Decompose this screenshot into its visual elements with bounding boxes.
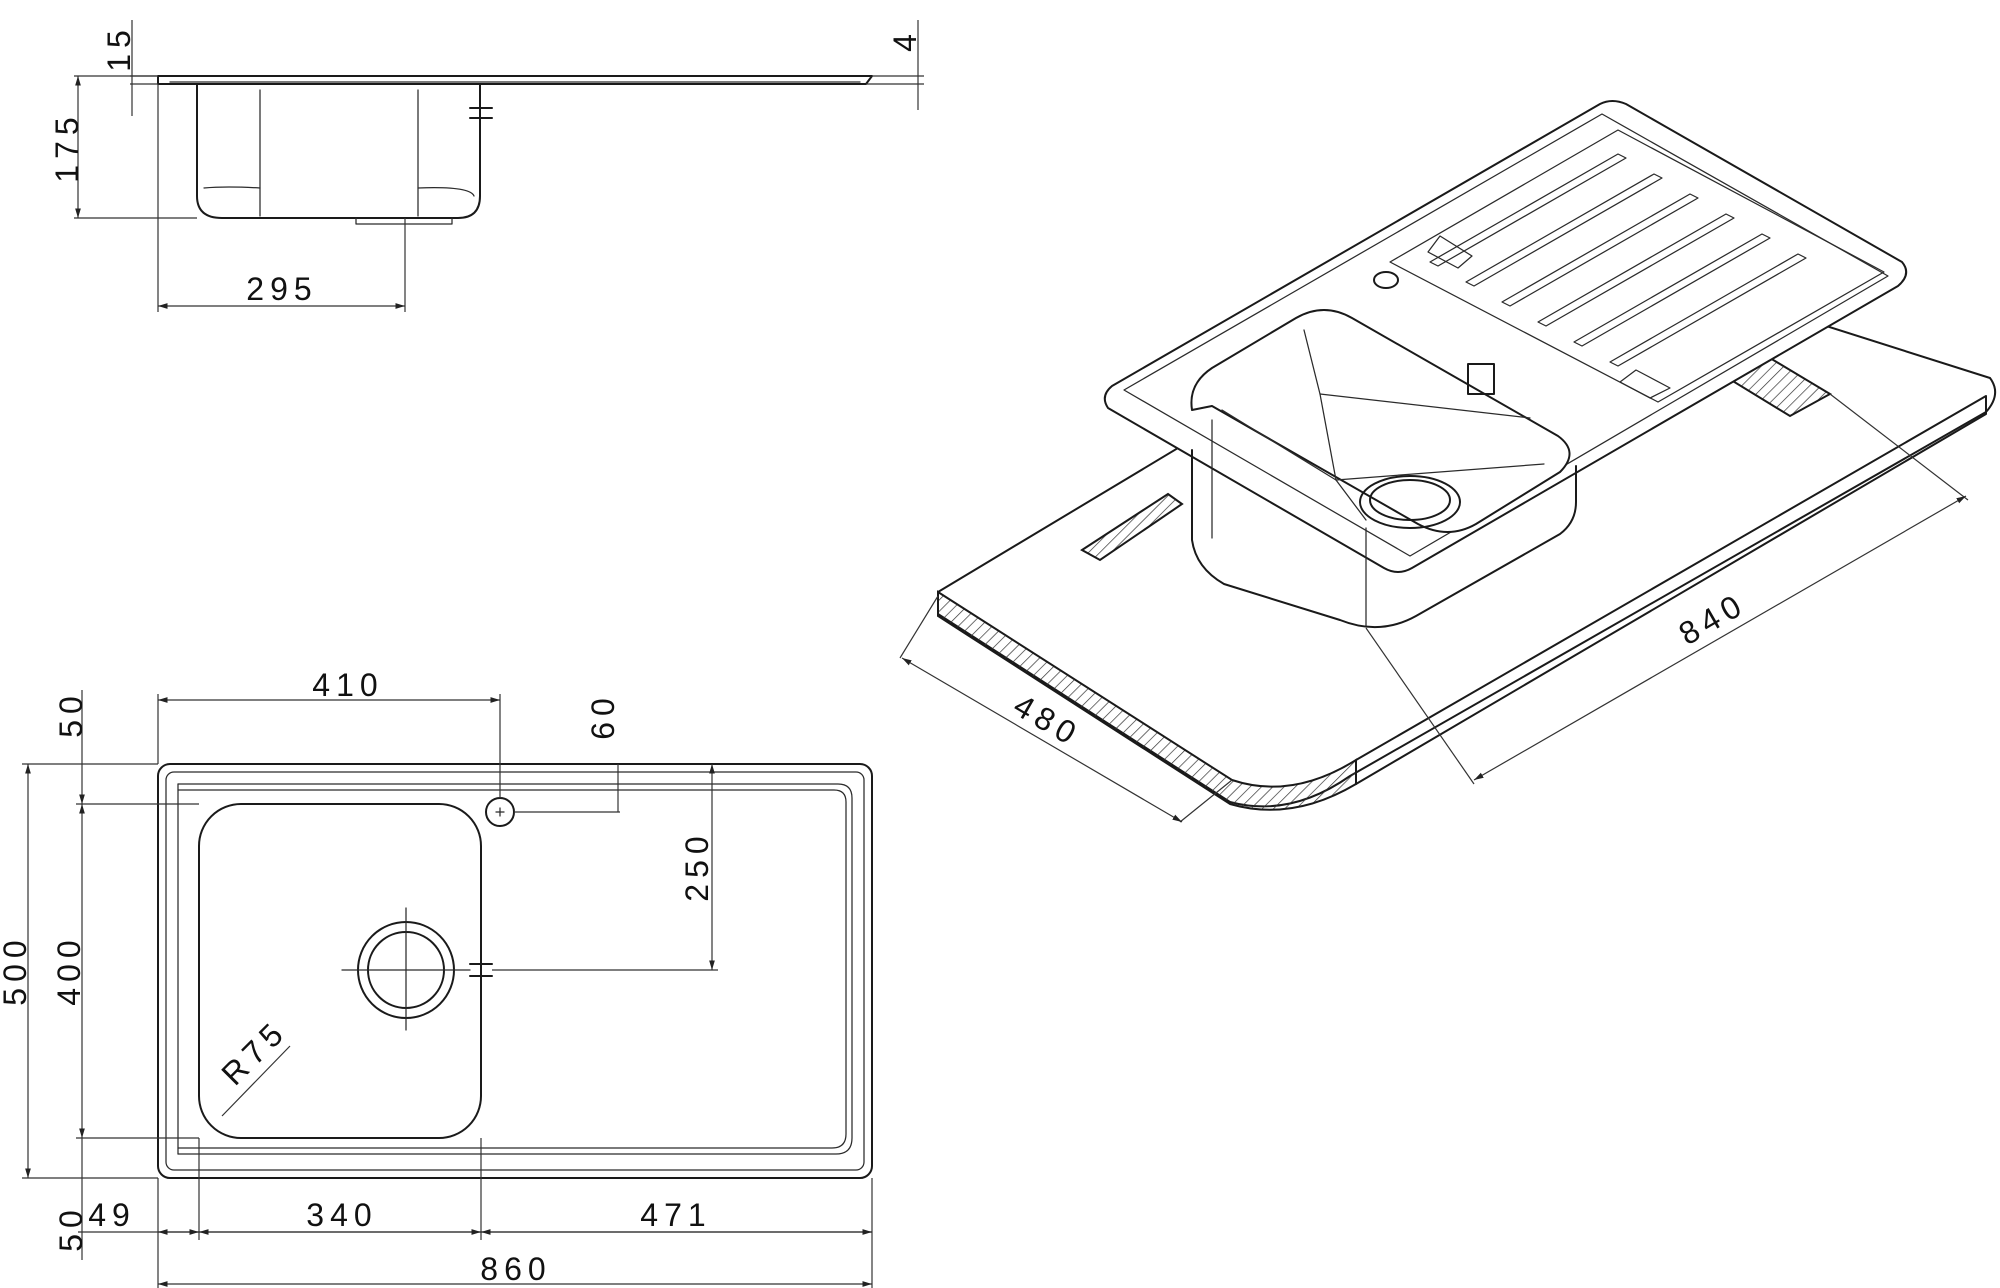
dim-plan-overall-width: 860 <box>480 1251 551 1287</box>
dim-side-bowl-depth: 175 <box>49 111 85 182</box>
drainer-grooves <box>1427 153 1807 399</box>
dim-plan-drainer-width: 471 <box>640 1197 711 1233</box>
dim-plan-overall-depth: 500 <box>0 934 33 1005</box>
overflow-marker <box>469 955 493 987</box>
overflow-marker <box>469 95 493 131</box>
dim-plan-drain-offset: 250 <box>679 830 715 901</box>
dim-plan-top-margin: 50 <box>53 690 89 738</box>
tap-hole-icon <box>485 797 515 827</box>
drain-icon <box>341 907 471 1031</box>
dim-plan-tap-offset-x: 410 <box>312 667 383 703</box>
drain-icon <box>1359 475 1461 529</box>
dim-side-bowl-width: 295 <box>246 271 317 307</box>
dim-plan-corner-radius: R75 <box>214 1012 294 1092</box>
dim-plan-bottom-margin: 50 <box>53 1204 89 1252</box>
dim-side-lip-height: 15 <box>101 24 137 72</box>
dim-plan-left-margin: 49 <box>88 1197 136 1233</box>
side-view: 15 175 295 4 <box>49 20 924 312</box>
plan-view: 410 60 250 50 500 400 50 <box>0 667 873 1288</box>
dim-plan-tap-offset-y: 60 <box>585 692 621 740</box>
dim-plan-bowl-width: 340 <box>306 1197 377 1233</box>
tap-hole-icon <box>1373 271 1399 289</box>
overflow-marker <box>1467 363 1495 395</box>
dim-plan-bowl-depth: 400 <box>51 934 87 1005</box>
dim-side-rim-thickness: 4 <box>887 28 923 52</box>
isometric-view: 480 840 <box>899 100 1997 823</box>
